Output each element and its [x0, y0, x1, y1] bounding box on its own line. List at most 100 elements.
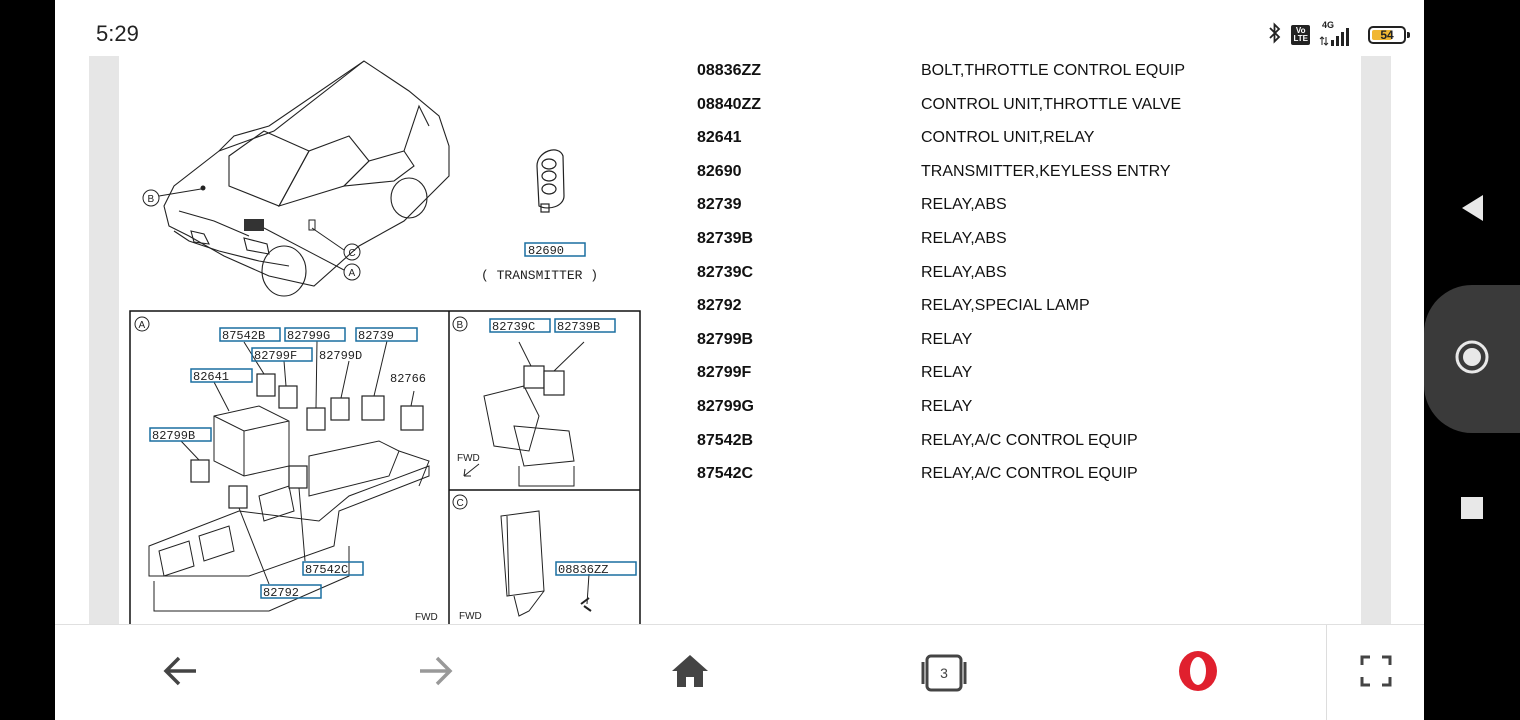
label-82739B: 82739B: [557, 320, 600, 334]
part-description: RELAY,ABS: [921, 263, 1007, 281]
transmitter-caption: ( TRANSMITTER ): [481, 268, 598, 283]
parts-page: B C A: [119, 56, 1361, 624]
parts-diagram: B C A: [129, 60, 641, 624]
part-number: 82799B: [697, 330, 754, 348]
forward-arrow-icon: [417, 654, 453, 693]
label-82799F: 82799F: [254, 349, 297, 363]
status-time: 5:29: [96, 21, 139, 46]
key-fob-illustration: [536, 149, 565, 213]
system-nav-bar: [1424, 0, 1520, 720]
part-callout-82739C: [489, 318, 551, 333]
part-number: 87542B: [697, 431, 754, 449]
browser-screen: 5:29 Vo LTE 4G 54: [55, 0, 1424, 720]
transmitter-part-label: 82690: [528, 244, 564, 258]
part-number: 08840ZZ: [697, 95, 762, 113]
status-bar: 5:29 Vo LTE 4G 54: [55, 0, 1424, 56]
part-callout-87542C: [302, 561, 364, 576]
tab-count: 3: [940, 665, 948, 681]
fwd-label-c: FWD: [459, 611, 482, 622]
callout-b-letter: B: [148, 194, 155, 205]
part-description: RELAY,ABS: [921, 229, 1007, 247]
volte-bottom-text: LTE: [1293, 34, 1308, 43]
tabs-icon: 3: [920, 654, 968, 692]
signal-icon: 4G: [1319, 20, 1359, 47]
part-callout-87542B: [219, 327, 281, 342]
label-08836ZZ: 08836ZZ: [558, 563, 608, 577]
system-home-button[interactable]: [1424, 285, 1520, 433]
fullscreen-button[interactable]: [1316, 625, 1424, 720]
part-description: RELAY: [921, 364, 973, 382]
part-callout-82739B: [554, 318, 616, 333]
part-description: RELAY: [921, 397, 973, 415]
status-icons: Vo LTE 4G 54: [1268, 20, 1410, 50]
fwd-label-b: FWD: [457, 453, 480, 464]
part-callout-82792: [260, 584, 322, 599]
label-82799B: 82799B: [152, 429, 195, 443]
home-button[interactable]: [630, 625, 750, 720]
part-callout-82799B: [149, 427, 212, 442]
label-82766: 82766: [390, 372, 426, 386]
panel-c-letter: C: [457, 498, 464, 509]
parts-row[interactable]: 82739 RELAY,ABS: [697, 192, 1297, 226]
relay-box-illustration: [148, 405, 430, 612]
fwd-arrow-b: [463, 463, 480, 477]
square-recents-icon: [1460, 496, 1484, 525]
label-82799D: 82799D: [319, 349, 362, 363]
part-description: RELAY,SPECIAL LAMP: [921, 297, 1090, 315]
volte-icon: Vo LTE: [1291, 25, 1310, 45]
label-82792: 82792: [263, 586, 299, 600]
relay-icons-a: [190, 373, 424, 509]
network-type: 4G: [1322, 20, 1335, 30]
part-description: TRANSMITTER,KEYLESS ENTRY: [921, 162, 1171, 180]
detail-panels-frame: [129, 310, 641, 624]
part-description: RELAY,A/C CONTROL EQUIP: [921, 465, 1138, 483]
panel-a-letter: A: [139, 320, 146, 331]
label-82739C: 82739C: [492, 320, 535, 334]
label-87542C: 87542C: [305, 563, 348, 577]
part-number: 82739B: [697, 229, 754, 247]
system-recents-button[interactable]: [1424, 480, 1520, 540]
relay-icons-b: [523, 365, 565, 396]
vehicle-illustration: [163, 60, 450, 297]
fullscreen-icon: [1360, 655, 1392, 692]
label-82739: 82739: [358, 329, 394, 343]
part-callout-82690: [524, 242, 586, 257]
callout-c: [311, 227, 361, 261]
forward-button[interactable]: [375, 625, 495, 720]
callout-c-letter: C: [349, 248, 356, 259]
tabs-button[interactable]: 3: [884, 625, 1004, 720]
browser-bottom-bar: 3: [55, 624, 1424, 720]
part-description: RELAY: [921, 330, 973, 348]
system-back-button[interactable]: [1424, 180, 1520, 240]
part-callout-82799G: [284, 327, 346, 342]
opera-menu-button[interactable]: [1138, 625, 1258, 720]
bluetooth-icon: [1268, 21, 1282, 49]
part-callout-82799F: [251, 347, 313, 362]
parts-row[interactable]: 82739B RELAY,ABS: [697, 226, 1297, 260]
panel-b-letter: B: [457, 320, 464, 331]
bar-divider: [1326, 625, 1327, 720]
leader-lines-a: [180, 340, 415, 585]
page-viewport[interactable]: B C A: [89, 56, 1391, 624]
part-number: 08836ZZ: [697, 62, 762, 79]
part-description: RELAY,ABS: [921, 196, 1007, 214]
label-82641: 82641: [193, 370, 229, 384]
part-number: 82739: [697, 196, 742, 214]
part-callout-08836ZZ: [555, 561, 637, 576]
back-button[interactable]: [121, 625, 241, 720]
parts-row[interactable]: 82799B RELAY: [697, 327, 1297, 361]
part-description: CONTROL UNIT,RELAY: [921, 129, 1095, 147]
battery-level: 54: [1380, 28, 1394, 42]
part-callout-82641: [190, 368, 253, 383]
